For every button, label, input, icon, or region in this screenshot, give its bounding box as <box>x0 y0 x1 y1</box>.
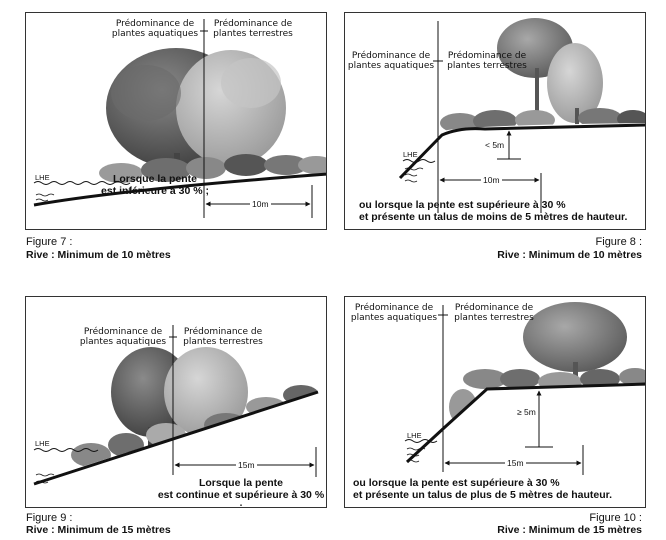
figure-10-caption: ou lorsque la pente est supérieure à 30 … <box>353 477 613 501</box>
figure-8-caption: ou lorsque la pente est supérieure à 30 … <box>359 199 628 223</box>
figure-8-illustration <box>395 18 645 229</box>
figure-10-rive: Rive : Minimum de 15 mètres <box>497 524 642 536</box>
tree-canopy <box>523 302 627 382</box>
figure-7-illustration <box>33 19 326 229</box>
figure-7-rive: Rive : Minimum de 10 mètres <box>26 249 171 261</box>
ground-line <box>398 123 645 180</box>
figure-9-number: Figure 9 : <box>26 512 73 524</box>
shrubs <box>99 154 326 183</box>
lhe-label: LHE <box>35 173 50 182</box>
lhe-label: LHE <box>35 439 50 448</box>
distance-label: 15m <box>505 458 526 468</box>
distance-label: 10m <box>250 199 271 209</box>
figure-9-rive: Rive : Minimum de 15 mètres <box>26 524 171 536</box>
water-line <box>33 181 131 185</box>
water-line <box>404 439 438 443</box>
ground-line <box>33 172 326 207</box>
tree-canopy <box>497 18 603 126</box>
figure-9-illustration <box>33 325 326 507</box>
distance-label: 10m <box>481 175 502 185</box>
lhe-label: LHE <box>403 150 418 159</box>
height-label: < 5m <box>485 140 505 150</box>
figure-10-illustration <box>404 302 645 507</box>
water-line <box>402 159 436 163</box>
figure-7-number: Figure 7 : <box>26 236 73 248</box>
figure-8-rive: Rive : Minimum de 10 mètres <box>497 249 642 261</box>
figure-8-number: Figure 8 : <box>595 236 642 248</box>
water-line <box>33 448 99 452</box>
ground-line <box>33 390 319 486</box>
distance-label: 15m <box>236 460 257 470</box>
ground-line <box>405 382 645 464</box>
figure-10-number: Figure 10 : <box>589 512 642 524</box>
lhe-label: LHE <box>407 431 422 440</box>
height-label: ≥ 5m <box>517 407 536 417</box>
tree-canopy <box>111 347 248 449</box>
